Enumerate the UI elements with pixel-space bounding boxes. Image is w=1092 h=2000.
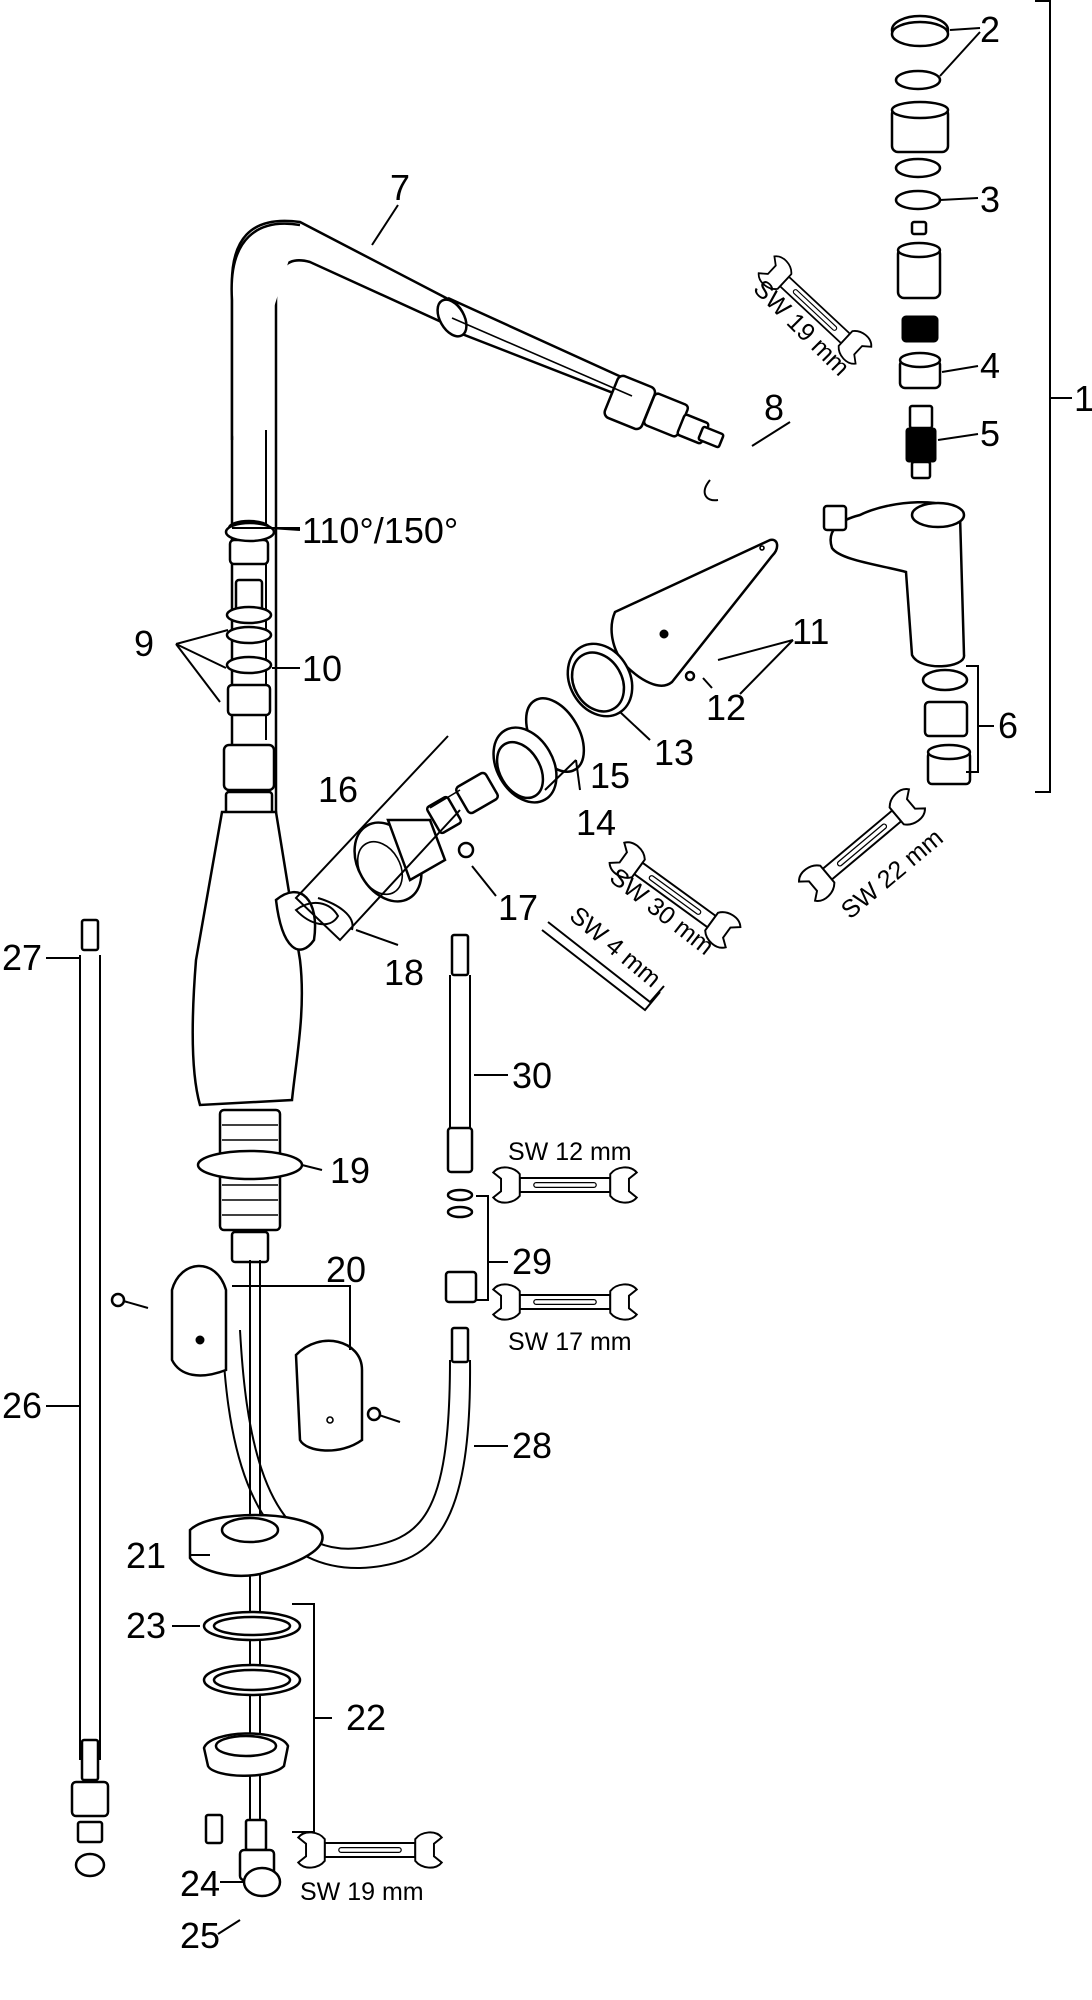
- spray-head-body: [822, 500, 966, 668]
- label-6: 6: [998, 705, 1018, 746]
- label-27: 27: [2, 937, 42, 978]
- angle-limiter: [224, 521, 300, 543]
- wrench-sw17: SW 17 mm: [492, 1283, 638, 1356]
- wrench-label-sw19-bottom: SW 19 mm: [300, 1878, 424, 1906]
- label-10: 10: [302, 648, 342, 689]
- label-25: 25: [180, 1915, 220, 1956]
- mounting-rod: [238, 1260, 282, 1898]
- label-13: 13: [654, 732, 694, 773]
- screw-right: [366, 1406, 401, 1423]
- pullout-hose: [221, 933, 478, 1570]
- wrench-sw19-bottom: SW 19 mm: [297, 1831, 443, 1906]
- wrench-label-sw12: SW 12 mm: [508, 1138, 632, 1166]
- lever-handle: [610, 538, 779, 687]
- label-1: 1: [1074, 378, 1092, 419]
- faucet-body: [191, 810, 317, 1264]
- outlet-parts: [921, 668, 972, 786]
- label-4: 4: [980, 345, 1000, 386]
- label-11: 11: [792, 611, 829, 652]
- label-15: 15: [590, 755, 630, 796]
- wrench-sw19-top: SW 19 mm: [748, 252, 876, 382]
- wrench-label-sw22: SW 22 mm: [836, 824, 949, 925]
- label-19: 19: [330, 1150, 370, 1191]
- label-22: 22: [346, 1697, 386, 1738]
- label-8: 8: [764, 387, 784, 428]
- label-5: 5: [980, 413, 1000, 454]
- cartridge-rings: [454, 642, 634, 815]
- label-3: 3: [980, 179, 1000, 220]
- label-20: 20: [326, 1249, 366, 1290]
- label-angle: 110°/150°: [302, 510, 458, 551]
- label-23: 23: [126, 1605, 166, 1646]
- mixing-cartridge: [294, 789, 475, 931]
- label-2: 2: [980, 9, 1000, 50]
- label-7: 7: [390, 167, 410, 208]
- label-16: 16: [318, 769, 358, 810]
- label-26: 26: [2, 1385, 42, 1426]
- aerator-stack: [890, 14, 950, 480]
- label-9: 9: [134, 623, 154, 664]
- label-24: 24: [180, 1863, 220, 1904]
- wrench-label-sw17: SW 17 mm: [508, 1328, 632, 1356]
- mounting-hardware: [188, 1513, 324, 1845]
- label-29: 29: [512, 1241, 552, 1282]
- label-14: 14: [576, 802, 616, 843]
- label-18: 18: [384, 952, 424, 993]
- hose-clamp: [110, 1264, 401, 1452]
- label-28: 28: [512, 1425, 552, 1466]
- wrench-sw12: SW 12 mm: [492, 1138, 638, 1204]
- label-21: 21: [126, 1535, 166, 1576]
- wrench-sw22: SW 22 mm: [794, 784, 949, 925]
- supply-hose-left: [70, 918, 110, 1878]
- label-17: 17: [498, 887, 538, 928]
- leader-lines: [46, 0, 1072, 1935]
- part-labels: 1 2 3 4 5 6 7 8 9 10 11 12 13 14 15 16 1…: [2, 9, 1092, 1956]
- label-30: 30: [512, 1055, 552, 1096]
- label-12: 12: [706, 687, 746, 728]
- screw-left: [110, 1292, 149, 1309]
